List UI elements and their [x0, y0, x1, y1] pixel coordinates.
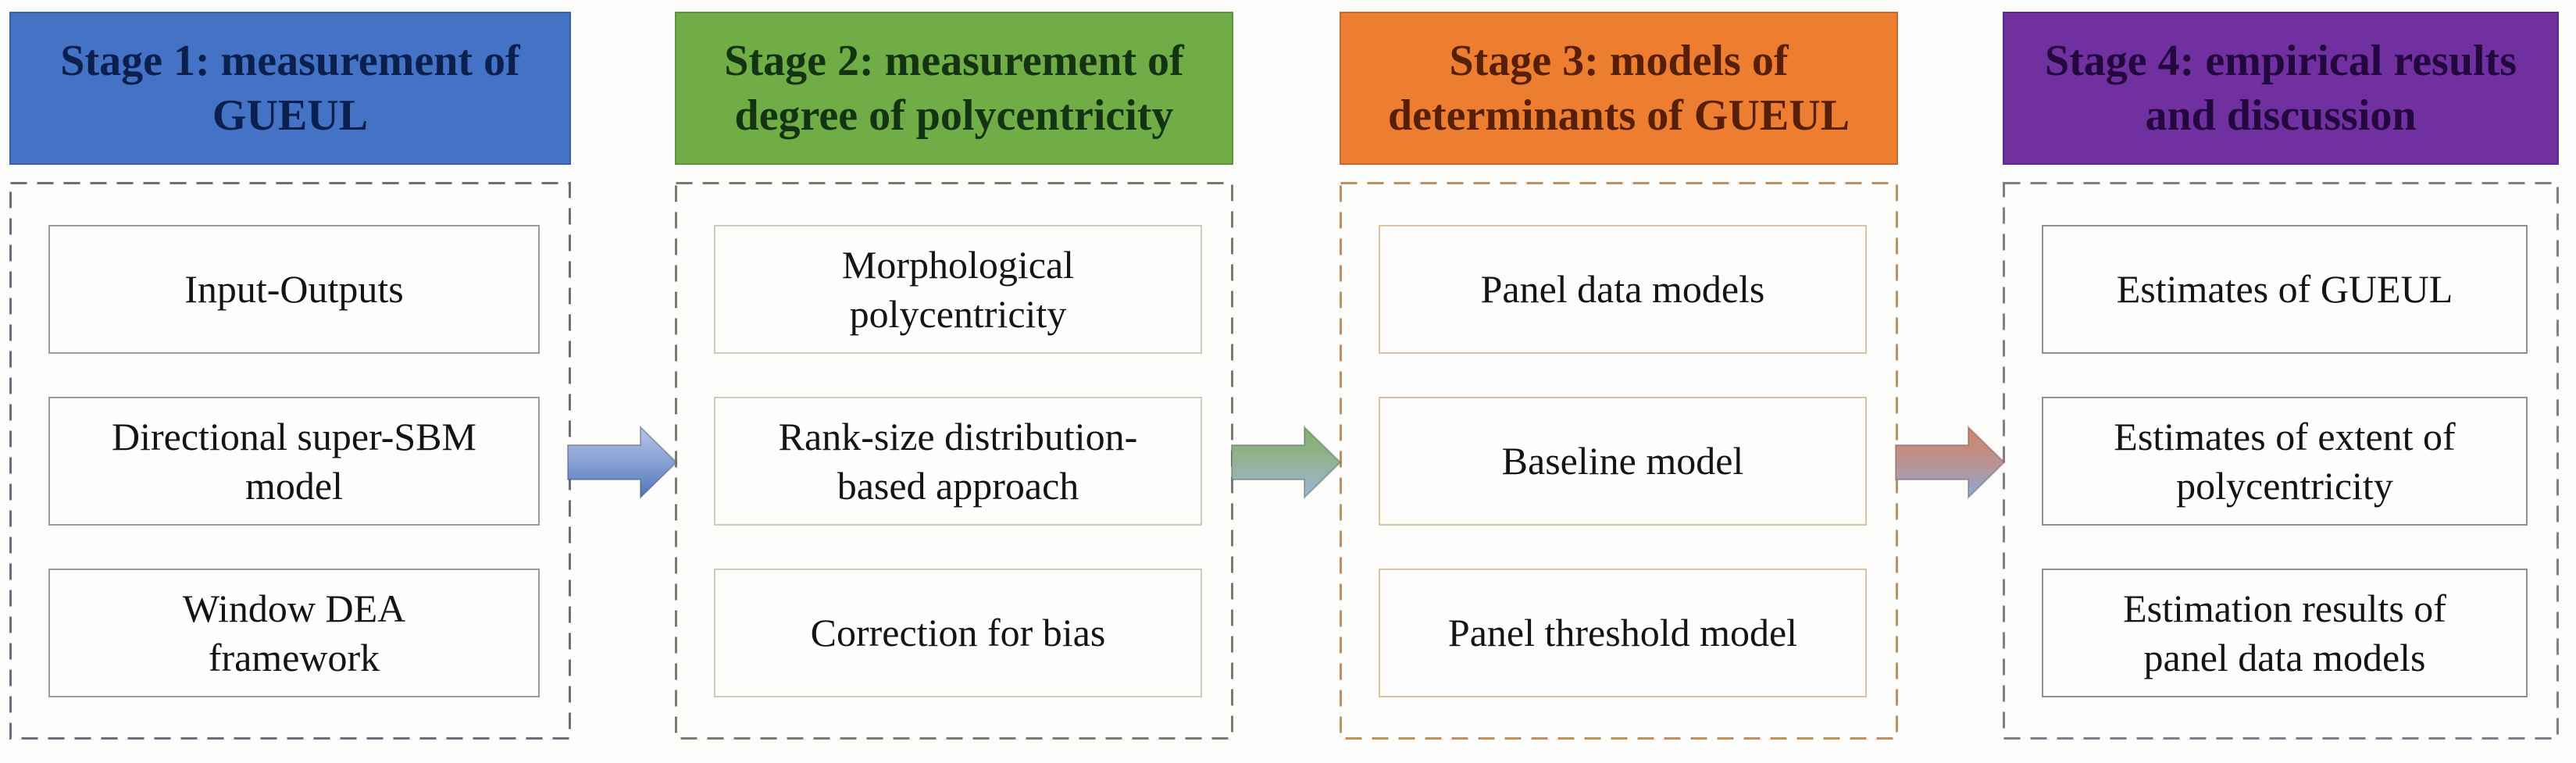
flow-box-label: Estimation results of panel data models	[2123, 586, 2446, 679]
dashed-border	[2003, 182, 2559, 740]
flow-box-label: Panel threshold model	[1447, 611, 1798, 654]
stage-title: Stage 2: measurement of degree of polyce…	[724, 37, 1184, 140]
stage-dashed-container: Input-Outputs Directional super-SBM mode…	[9, 182, 571, 740]
flow-box: Directional super-SBM model	[48, 397, 540, 526]
flow-box: Panel threshold model	[1379, 569, 1867, 697]
flow-box-label: Panel data models	[1480, 267, 1765, 311]
arrow-stage3-to-stage4-icon	[1895, 425, 2006, 500]
stage-header: Stage 2: measurement of degree of polyce…	[675, 12, 1233, 165]
stage-dashed-container: Morphological polycentricity Rank-size d…	[675, 182, 1233, 740]
stage-title: Stage 1: measurement of GUEUL	[60, 37, 520, 140]
stage-header: Stage 3: models of determinants of GUEUL	[1340, 12, 1898, 165]
stage-header: Stage 1: measurement of GUEUL	[9, 12, 571, 165]
stage-column-1: Stage 1: measurement of GUEUL Input-Outp…	[9, 12, 571, 740]
flow-box: Estimation results of panel data models	[2042, 569, 2528, 697]
stage-header: Stage 4: empirical results and discussio…	[2003, 12, 2559, 165]
flow-box-label: Baseline model	[1501, 439, 1744, 483]
flow-box: Morphological polycentricity	[714, 225, 1202, 354]
stage-dashed-container: Estimates of GUEUL Estimates of extent o…	[2003, 182, 2559, 740]
arrow-stage2-to-stage3-icon	[1231, 425, 1342, 500]
stage-column-4: Stage 4: empirical results and discussio…	[2003, 12, 2559, 740]
flow-box-label: Estimates of extent of polycentricity	[2114, 414, 2456, 508]
flow-box-label: Estimates of GUEUL	[2116, 267, 2453, 311]
arrow-stage1-to-stage2-icon	[567, 425, 678, 500]
stage-title: Stage 4: empirical results and discussio…	[2045, 37, 2517, 140]
flow-box: Estimates of extent of polycentricity	[2042, 397, 2528, 526]
stage-title: Stage 3: models of determinants of GUEUL	[1387, 37, 1850, 140]
flow-box: Panel data models	[1379, 225, 1867, 354]
stage-dashed-container: Panel data models Baseline model Panel t…	[1340, 182, 1898, 740]
flow-box-label: Window DEA framework	[182, 586, 406, 679]
flow-box: Correction for bias	[714, 569, 1202, 697]
flow-box-label: Input-Outputs	[184, 267, 404, 311]
flow-box: Rank-size distribution- based approach	[714, 397, 1202, 526]
flow-box: Estimates of GUEUL	[2042, 225, 2528, 354]
flow-box-label: Morphological polycentricity	[841, 242, 1075, 336]
flow-box-label: Correction for bias	[810, 611, 1106, 654]
stage-column-3: Stage 3: models of determinants of GUEUL…	[1340, 12, 1898, 740]
stage-column-2: Stage 2: measurement of degree of polyce…	[675, 12, 1233, 740]
flow-box-label: Rank-size distribution- based approach	[778, 414, 1138, 508]
flow-box: Baseline model	[1379, 397, 1867, 526]
flow-box: Window DEA framework	[48, 569, 540, 697]
flow-box-label: Directional super-SBM model	[112, 414, 476, 508]
flow-box: Input-Outputs	[48, 225, 540, 354]
